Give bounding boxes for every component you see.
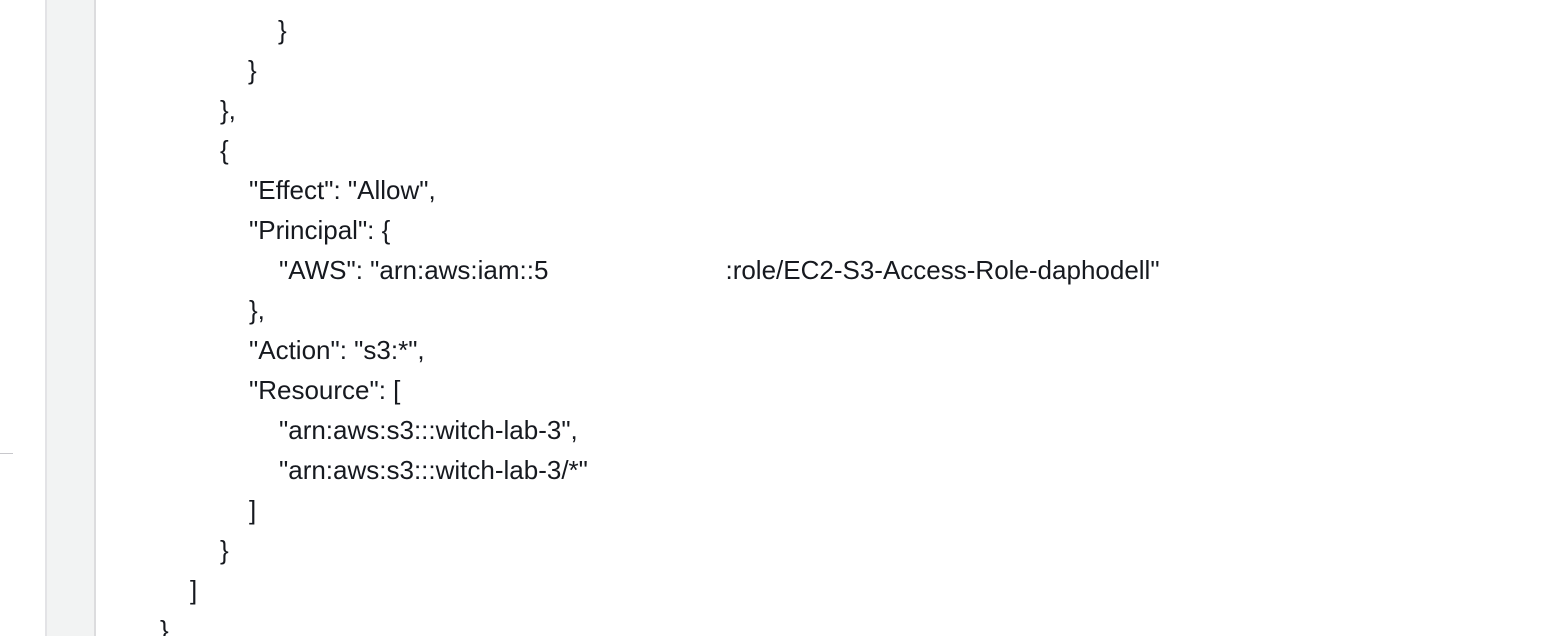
code-line-aws-principal-arn: "AWS": "arn:aws:iam::5 :role/EC2-S3-Acces… <box>279 250 1160 290</box>
code-line-statement-start: { <box>220 135 229 165</box>
line-number-gutter <box>47 0 96 636</box>
code-line-statement-end: }, <box>220 95 236 125</box>
code-line-closing-brace: } <box>248 55 257 85</box>
aws-principal-role-name: :role/EC2-S3-Access-Role-daphodell" <box>725 255 1160 285</box>
code-line-statement-close: } <box>220 535 229 565</box>
panel-divider <box>0 453 13 454</box>
code-line-principal: "Principal": { <box>249 215 391 245</box>
code-line-resource-end: ] <box>249 495 257 525</box>
code-line-closing-brace: } <box>278 15 287 45</box>
redacted-account-id <box>548 257 726 288</box>
policy-json-editor[interactable]: } } }, { "Effect": "Allow", "Principal":… <box>96 0 1544 636</box>
code-line-effect: "Effect": "Allow", <box>249 175 436 205</box>
aws-principal-arn-prefix: "AWS": "arn:aws:iam::5 <box>279 255 549 285</box>
code-line-resource-objects: "arn:aws:s3:::witch-lab-3/*" <box>279 455 588 485</box>
editor-frame <box>45 0 1544 636</box>
code-line-resource-bucket: "arn:aws:s3:::witch-lab-3", <box>279 415 578 445</box>
code-line-statement-array-close: ] <box>190 575 198 605</box>
code-line-action: "Action": "s3:*", <box>249 335 425 365</box>
code-line-principal-end: }, <box>249 295 265 325</box>
code-line-policy-close: } <box>160 615 169 636</box>
code-line-resource: "Resource": [ <box>249 375 401 405</box>
